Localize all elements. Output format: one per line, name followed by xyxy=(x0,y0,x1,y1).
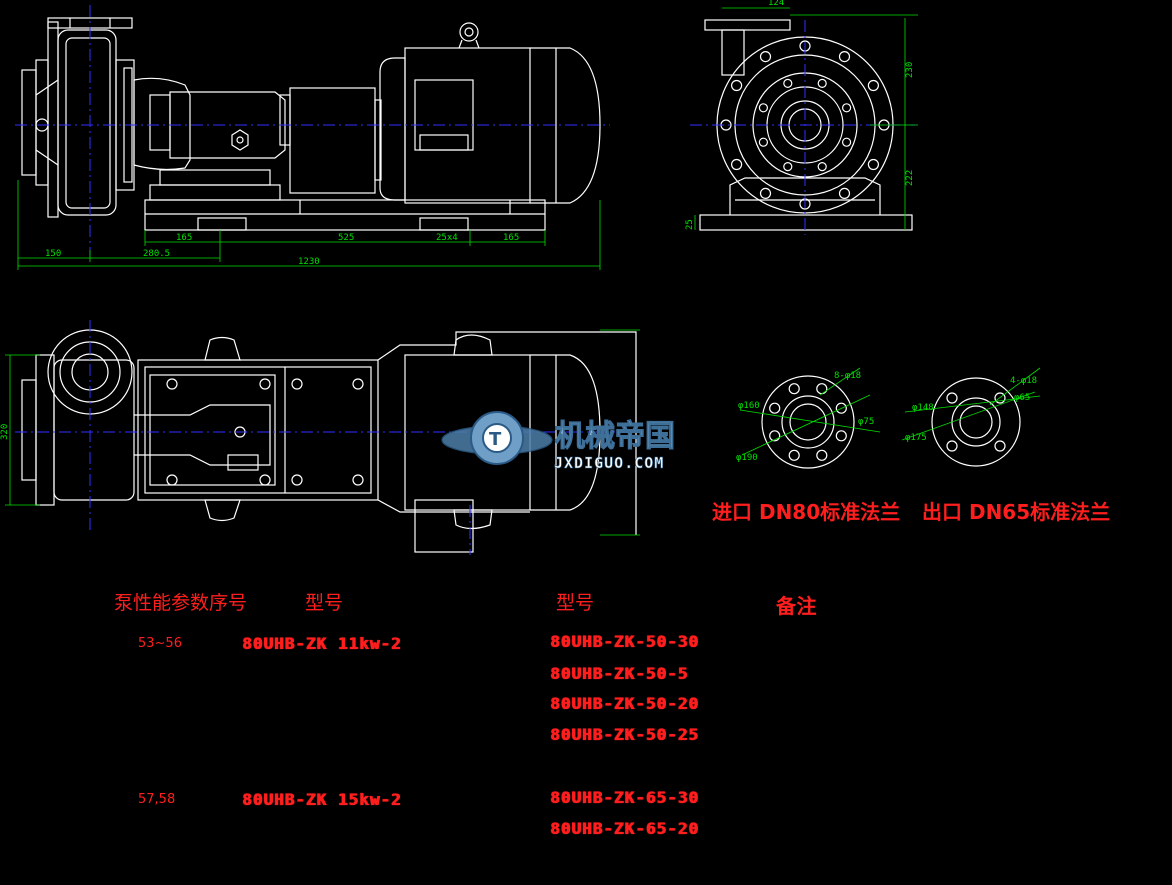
inlet-bolt-hole xyxy=(816,449,828,461)
side-dimensions xyxy=(694,7,918,230)
flange-bolt-hole xyxy=(867,79,880,92)
dim-525: 525 xyxy=(338,233,354,243)
outlet-bolt-hole xyxy=(994,440,1006,452)
inner-bolt-hole xyxy=(841,137,852,147)
inner-bolt-hole xyxy=(783,162,793,172)
flange-bolt-hole xyxy=(759,187,772,199)
inner-bolt-hole xyxy=(841,103,852,113)
outlet-d148: φ148 xyxy=(912,403,934,413)
flange-bolt-hole xyxy=(867,158,880,171)
dim-1230: 1230 xyxy=(298,257,320,267)
dim-25: 25 xyxy=(685,219,695,230)
outlet-flange-caption: 出口 DN65标准法兰 xyxy=(922,500,1111,524)
inner-bolt-hole xyxy=(758,137,769,147)
row1-model: 80UHB-ZK 11kw-2 xyxy=(242,634,402,653)
base-bolt-hole xyxy=(166,474,178,486)
outlet-bolt-hole xyxy=(994,392,1006,404)
base-bolt-hole xyxy=(352,378,364,390)
front-dimensions xyxy=(17,180,601,270)
dim-280: 280.5 xyxy=(143,249,170,259)
row2-seq: 57,58 xyxy=(138,792,176,807)
base-bolt-hole xyxy=(291,378,303,390)
row1-submodel-1: 80UHB-ZK-50-30 xyxy=(550,632,699,651)
outlet-holes-label: 4-φ18 xyxy=(1010,376,1037,386)
inlet-d160: φ160 xyxy=(738,401,760,411)
inner-bolt-hole xyxy=(817,78,827,89)
dim-25x4: 25x4 xyxy=(436,233,458,243)
inlet-bolt-hole xyxy=(835,402,847,414)
flange-bolt-hole xyxy=(730,79,743,92)
watermark-title: 机械帝国 xyxy=(555,419,675,454)
base-bolt-hole xyxy=(352,474,364,486)
dim-165b: 165 xyxy=(503,233,519,243)
flange-bolt-hole xyxy=(730,158,743,171)
row1-submodel-4: 80UHB-ZK-50-25 xyxy=(550,725,699,744)
inlet-flange-holes xyxy=(769,383,847,461)
header-model: 型号 xyxy=(305,592,344,614)
inlet-d75: φ75 xyxy=(858,417,874,427)
outlet-flange-holes xyxy=(946,392,1006,452)
inlet-bolt-hole xyxy=(769,402,781,414)
dim-165a: 165 xyxy=(176,233,192,243)
row1-seq: 53~56 xyxy=(138,636,182,651)
base-bolt-hole xyxy=(291,474,303,486)
row2-submodel-2: 80UHB-ZK-65-20 xyxy=(550,819,699,838)
header-submodel: 型号 xyxy=(556,592,595,614)
svg-text:T: T xyxy=(489,429,502,450)
inner-bolt-hole xyxy=(758,103,769,113)
top-bolts xyxy=(166,378,364,486)
outlet-flange-detail xyxy=(931,377,1021,467)
watermark-logo: T xyxy=(441,411,553,465)
row1-submodel-2: 80UHB-ZK-50-5 xyxy=(550,664,689,683)
front-centerlines xyxy=(15,5,610,255)
outlet-bolt-hole xyxy=(946,392,958,404)
front-view xyxy=(21,17,601,231)
watermark-subtitle: JXDIGUO.COM xyxy=(554,454,664,472)
outlet-d175: φ175 xyxy=(905,433,927,443)
row2-model: 80UHB-ZK 15kw-2 xyxy=(242,790,402,809)
outlet-bolt-hole xyxy=(946,440,958,452)
top-dimensions xyxy=(5,329,640,536)
header-remarks: 备注 xyxy=(776,594,817,618)
flange-bolt-hole xyxy=(838,50,851,63)
flange-bolt-hole xyxy=(759,50,772,63)
dim-320: 320 xyxy=(0,424,10,440)
inlet-flange-caption: 进口 DN80标准法兰 xyxy=(712,500,901,524)
inlet-bolt-hole xyxy=(788,449,800,461)
inlet-holes-label: 8-φ18 xyxy=(834,371,861,381)
row1-submodel-3: 80UHB-ZK-50-20 xyxy=(550,694,699,713)
dim-222: 222 xyxy=(905,170,915,186)
inlet-bolt-hole xyxy=(788,383,800,395)
inlet-bolt-hole xyxy=(835,430,847,442)
inlet-d190: φ190 xyxy=(736,453,758,463)
header-seq: 泵性能参数序号 xyxy=(114,592,248,614)
base-bolt-hole xyxy=(259,378,271,390)
inlet-flange-dims xyxy=(739,367,881,456)
dim-124: 124 xyxy=(768,0,784,8)
dim-230: 230 xyxy=(905,62,915,78)
inlet-bolt-hole xyxy=(816,383,828,395)
outlet-d65: φ65 xyxy=(1014,393,1030,403)
dim-150: 150 xyxy=(45,249,61,259)
inner-bolt-hole xyxy=(783,78,793,89)
side-bolt-circle xyxy=(720,40,890,210)
row2-submodel-1: 80UHB-ZK-65-30 xyxy=(550,788,699,807)
inlet-flange-detail xyxy=(761,375,855,469)
base-bolt-hole xyxy=(259,474,271,486)
side-centerlines xyxy=(690,20,915,235)
outlet-flange-dims xyxy=(901,367,1041,441)
inner-bolt-hole xyxy=(817,162,827,172)
inlet-bolt-hole xyxy=(769,430,781,442)
base-bolt-hole xyxy=(166,378,178,390)
flange-bolt-hole xyxy=(838,187,851,199)
